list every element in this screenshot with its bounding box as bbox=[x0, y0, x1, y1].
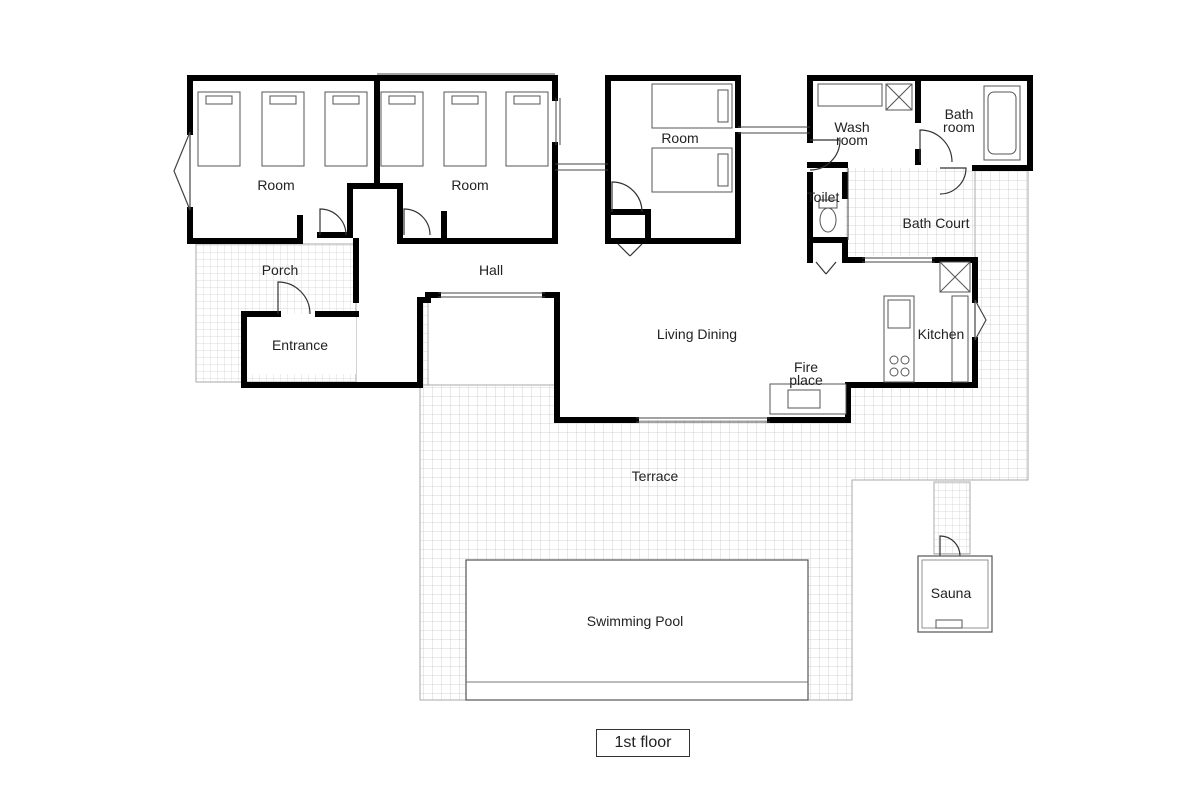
living-dining-label: Living Dining bbox=[657, 326, 737, 342]
bath-fixtures bbox=[817, 83, 1021, 233]
floor-caption: 1st floor bbox=[596, 729, 690, 757]
swimming-pool bbox=[465, 559, 809, 701]
bay-window-kitchen bbox=[974, 299, 987, 341]
room-label-west: Room bbox=[257, 177, 294, 193]
beds bbox=[197, 83, 733, 193]
kitchen-fixtures bbox=[883, 261, 971, 383]
room-label-east: Room bbox=[661, 130, 698, 146]
bath-room-label-line1: Bath bbox=[945, 106, 974, 122]
terrace-label: Terrace bbox=[632, 468, 679, 484]
windows bbox=[377, 73, 935, 423]
sauna-label: Sauna bbox=[931, 585, 972, 601]
sauna-walkway bbox=[933, 481, 971, 555]
toilet-label: Toilet bbox=[807, 189, 840, 205]
wash-room-label-line2: room bbox=[836, 132, 868, 148]
fire-place bbox=[769, 383, 847, 415]
walls bbox=[187, 75, 1033, 423]
porch-label: Porch bbox=[262, 262, 299, 278]
hall-label: Hall bbox=[479, 262, 503, 278]
doors bbox=[277, 129, 967, 557]
bay-window-west bbox=[173, 131, 191, 211]
kitchen-label: Kitchen bbox=[918, 326, 965, 342]
bath-court-label: Bath Court bbox=[903, 215, 970, 231]
sauna-building bbox=[917, 555, 993, 633]
bath-court-area bbox=[845, 168, 975, 256]
wash-room-label-line1: Wash bbox=[834, 119, 869, 135]
fire-place-label-line2: place bbox=[789, 372, 823, 388]
room-label-middle: Room bbox=[451, 177, 488, 193]
bath-room-label-line2: room bbox=[943, 119, 975, 135]
entrance-label: Entrance bbox=[272, 337, 328, 353]
swimming-pool-label: Swimming Pool bbox=[587, 613, 683, 629]
floor-caption-text: 1st floor bbox=[614, 734, 672, 751]
fire-place-label-line1: Fire bbox=[794, 359, 818, 375]
